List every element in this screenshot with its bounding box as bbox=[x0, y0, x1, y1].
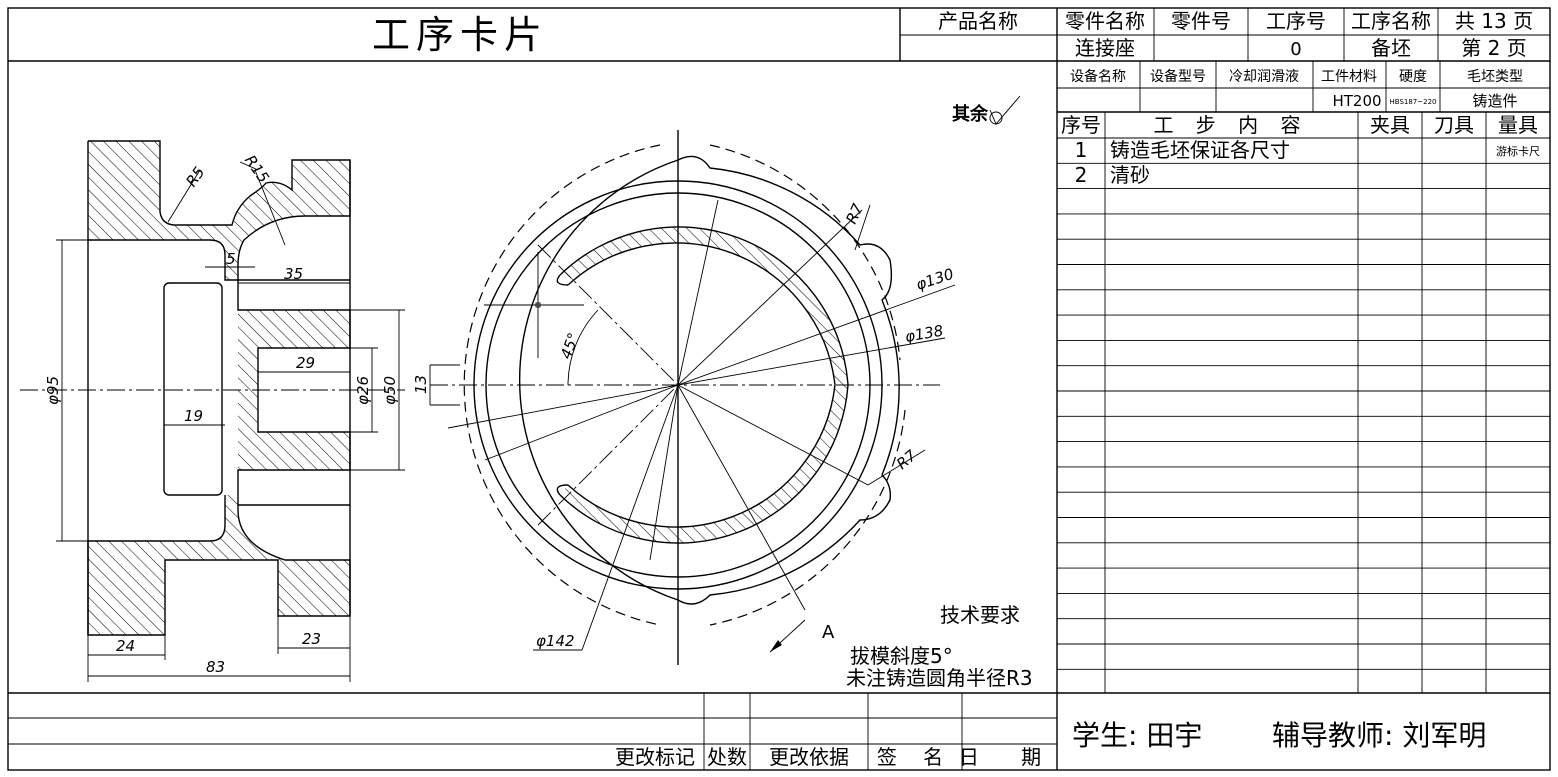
revision-sign-label: 签 名 bbox=[877, 745, 953, 769]
dim-29: 29 bbox=[296, 354, 315, 372]
dim-phi138: φ138 bbox=[904, 322, 945, 346]
dim-24: 24 bbox=[116, 637, 135, 655]
end-view bbox=[430, 130, 940, 665]
blank-type-value: 铸造件 bbox=[1472, 92, 1517, 110]
step-2-no: 2 bbox=[1075, 163, 1088, 187]
dim-phi95: φ95 bbox=[44, 376, 62, 405]
dim-r5: R5 bbox=[182, 163, 208, 190]
dim-phi142: φ142 bbox=[536, 632, 575, 650]
op-no-value: 0 bbox=[1290, 39, 1301, 60]
material-value: HT200 bbox=[1332, 92, 1381, 110]
part-name-value: 连接座 bbox=[1075, 36, 1135, 60]
tech-req-fillet-radius: 未注铸造圆角半径R3 bbox=[846, 666, 1033, 690]
steps-header-no: 序号 bbox=[1061, 113, 1101, 137]
blank-type-label: 毛坯类型 bbox=[1467, 69, 1523, 85]
dim-23: 23 bbox=[302, 630, 321, 648]
section-view-dimensions bbox=[56, 161, 405, 682]
dim-45-degree: 45° bbox=[557, 330, 583, 361]
part-name-label: 零件名称 bbox=[1065, 9, 1145, 33]
dim-r7-top: R7 bbox=[842, 201, 867, 227]
product-name-label: 产品名称 bbox=[938, 9, 1018, 33]
steps-header-gauge: 量具 bbox=[1498, 113, 1538, 137]
revision-date-label: 日 期 bbox=[959, 745, 1059, 769]
page-number-label: 第 2 页 bbox=[1461, 36, 1526, 60]
dim-35: 35 bbox=[284, 265, 303, 283]
tech-req-draft-angle: 拔模斜度5° bbox=[850, 644, 953, 668]
roughness-note: 其余 bbox=[952, 103, 989, 125]
hardness-value: HBS187~220 bbox=[1390, 98, 1437, 106]
equip-name-label: 设备名称 bbox=[1070, 68, 1126, 85]
frame bbox=[7, 7, 1551, 771]
title-block-grid bbox=[1057, 8, 1550, 113]
steps-header-tool: 刀具 bbox=[1434, 113, 1474, 137]
steps-header-content: 工 步 内 容 bbox=[1153, 113, 1308, 137]
op-name-value: 备坯 bbox=[1371, 36, 1411, 60]
dim-83: 83 bbox=[206, 658, 225, 676]
op-no-label: 工序号 bbox=[1266, 9, 1326, 33]
step-1-content: 铸造毛坯保证各尺寸 bbox=[1110, 138, 1290, 162]
dim-phi50: φ50 bbox=[381, 376, 399, 405]
dim-phi130: φ130 bbox=[914, 265, 956, 294]
steps-table bbox=[1057, 112, 1550, 693]
step-2-content: 清砂 bbox=[1110, 163, 1150, 187]
section-view bbox=[20, 140, 405, 636]
total-pages-label: 共 13 页 bbox=[1455, 9, 1533, 33]
revision-basis-label: 更改依据 bbox=[769, 745, 849, 769]
dim-r15: R15 bbox=[241, 152, 273, 187]
part-no-label: 零件号 bbox=[1171, 9, 1231, 33]
op-name-label: 工序名称 bbox=[1351, 9, 1431, 33]
step-1-gauge: 游标卡尺 bbox=[1496, 144, 1540, 158]
end-view-dimensions bbox=[429, 199, 956, 653]
teacher-signature: 辅导教师: 刘军明 bbox=[1272, 719, 1486, 752]
steps-header-fixture: 夹具 bbox=[1370, 113, 1410, 137]
equip-model-label: 设备型号 bbox=[1150, 68, 1206, 85]
hardness-label: 硬度 bbox=[1399, 69, 1427, 85]
revision-count-label: 处数 bbox=[707, 745, 747, 769]
dim-5: 5 bbox=[226, 250, 236, 268]
section-mark-a: A bbox=[822, 622, 835, 643]
coolant-label: 冷却润滑液 bbox=[1229, 68, 1299, 85]
dim-phi26: φ26 bbox=[354, 376, 372, 405]
student-signature: 学生: 田宇 bbox=[1072, 719, 1202, 752]
tech-req-title: 技术要求 bbox=[940, 603, 1020, 627]
roughness-symbol-icon bbox=[989, 95, 1021, 125]
revision-block bbox=[8, 693, 1057, 770]
material-label: 工件材料 bbox=[1321, 69, 1377, 85]
dim-13: 13 bbox=[412, 375, 430, 394]
revision-mark-label: 更改标记 bbox=[615, 745, 695, 769]
step-1-no: 1 bbox=[1075, 138, 1088, 162]
card-title: 工序卡片 bbox=[372, 13, 548, 57]
dim-19: 19 bbox=[184, 407, 203, 425]
